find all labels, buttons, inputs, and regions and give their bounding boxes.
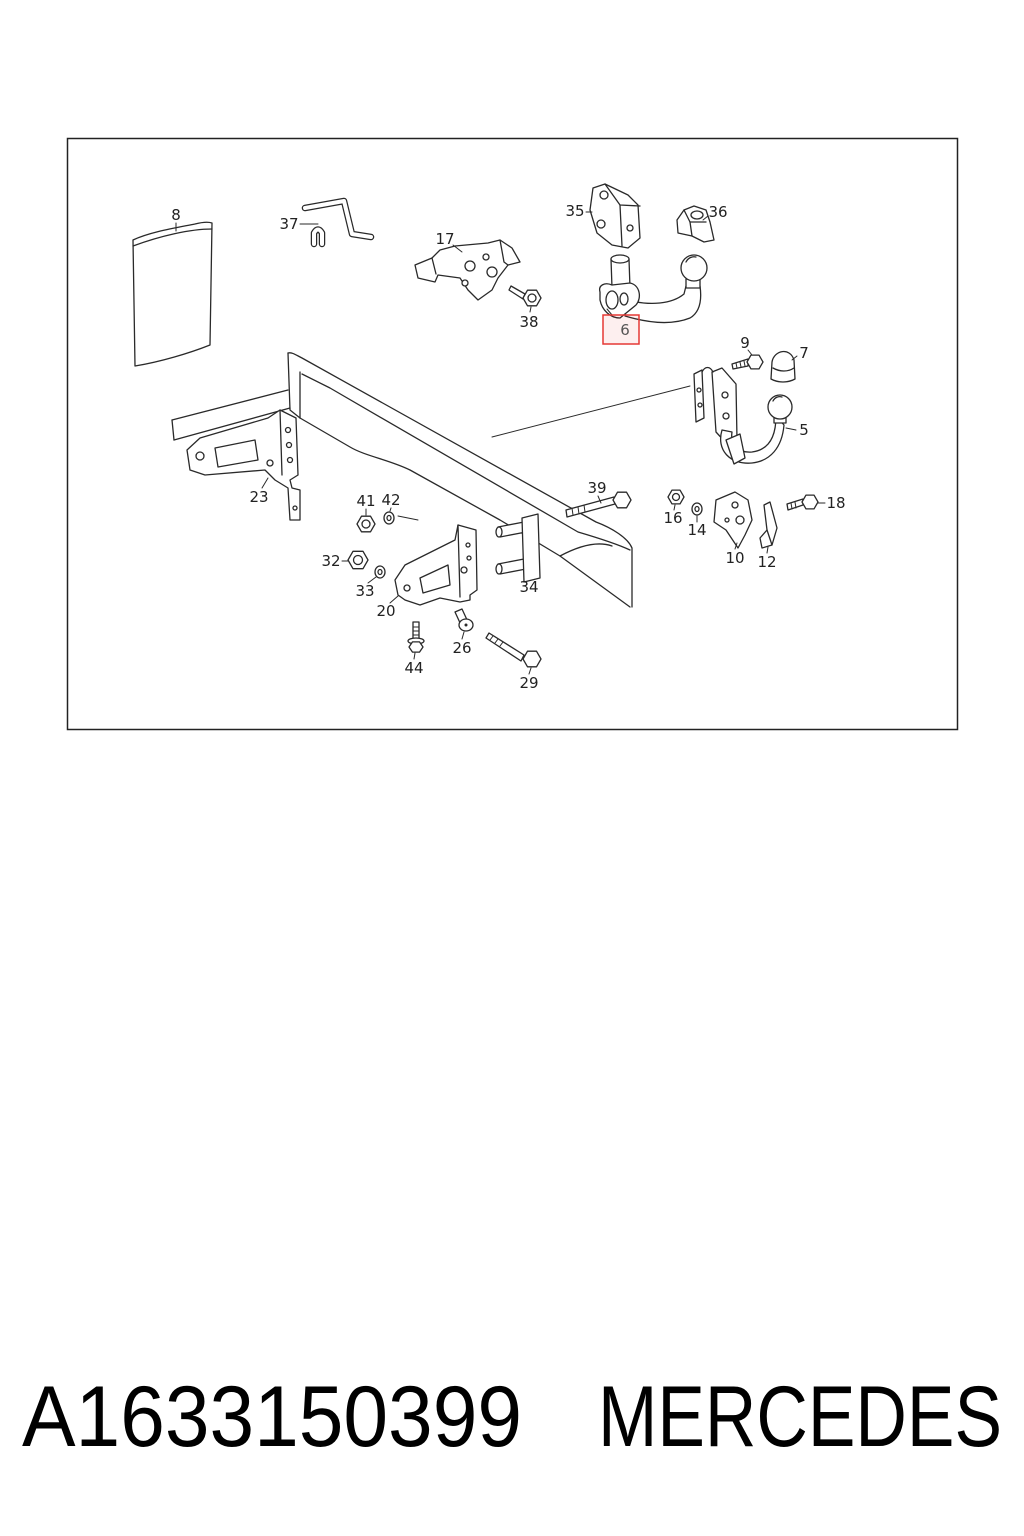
part-18-bolt	[786, 494, 819, 511]
callout-label-39: 39	[587, 479, 606, 497]
diagram-frame	[66, 137, 959, 731]
callout-label-26: 26	[452, 639, 471, 657]
callout-label-41: 41	[356, 492, 375, 510]
part-32-nut	[347, 550, 369, 570]
part-9-bolt	[731, 354, 764, 370]
callout-label-16: 16	[663, 509, 682, 527]
caption-brand: MERCEDES	[598, 1369, 1002, 1465]
callout-label-33: 33	[355, 582, 374, 600]
callout-label-17: 17	[435, 230, 454, 248]
part-8-cover	[132, 221, 213, 367]
callout-label-12: 12	[757, 553, 776, 571]
part-42-washer	[383, 511, 395, 525]
callout-label-38: 38	[519, 313, 538, 331]
crossmember-beam	[171, 352, 633, 608]
callout-label-44: 44	[404, 659, 423, 677]
callout-label-32: 32	[321, 552, 340, 570]
part-20-bracket	[394, 524, 478, 606]
part-12-holder	[759, 501, 778, 549]
callout-label-8: 8	[171, 206, 181, 224]
callout-label-20: 20	[376, 602, 395, 620]
part-16-nut	[667, 489, 685, 505]
part-34-spacer-pins	[495, 513, 541, 583]
callout-label-36: 36	[708, 203, 727, 221]
callout-label-42: 42	[381, 491, 400, 509]
part-26-bolt	[454, 608, 474, 632]
callout-label-7: 7	[799, 344, 809, 362]
callout-label-34: 34	[519, 578, 538, 596]
part-14-washer	[691, 502, 703, 516]
callout-label-9: 9	[740, 334, 750, 352]
part-29-long-bolt	[485, 632, 542, 668]
part-39-long-bolt	[565, 491, 632, 518]
alignment-line	[491, 385, 691, 438]
callout-labels: 8 37 17 35 36 38 9 7 5 23 41 42 39 16 14…	[171, 202, 845, 692]
callout-label-6-highlighted: 6	[620, 321, 630, 339]
callout-label-14: 14	[687, 521, 706, 539]
part-33-washer	[374, 565, 386, 579]
part-10-socket-plate	[713, 491, 753, 549]
callout-label-29: 29	[519, 674, 538, 692]
leader-lines	[175, 211, 826, 675]
part-6-tow-hook	[599, 254, 708, 324]
part-36-connector	[676, 205, 715, 243]
part-17-bracket	[414, 239, 521, 301]
callout-label-37: 37	[279, 215, 298, 233]
part-7-ball-cap	[770, 350, 796, 383]
part-5-ball-neck	[693, 366, 793, 465]
callout-label-23: 23	[249, 488, 268, 506]
callout-label-18: 18	[826, 494, 845, 512]
callout-label-35: 35	[565, 202, 584, 220]
highlight-box	[602, 314, 640, 345]
callout-label-5: 5	[799, 421, 809, 439]
part-23-bracket	[186, 409, 301, 521]
part-44-bolt	[407, 621, 425, 653]
part-38-bolt	[508, 285, 542, 307]
part-35-housing	[589, 183, 641, 249]
part-41-nut	[356, 515, 376, 533]
callout-label-10: 10	[725, 549, 744, 567]
part-37-crank-handle	[301, 197, 375, 248]
caption-part-number: A1633150399	[22, 1369, 522, 1465]
